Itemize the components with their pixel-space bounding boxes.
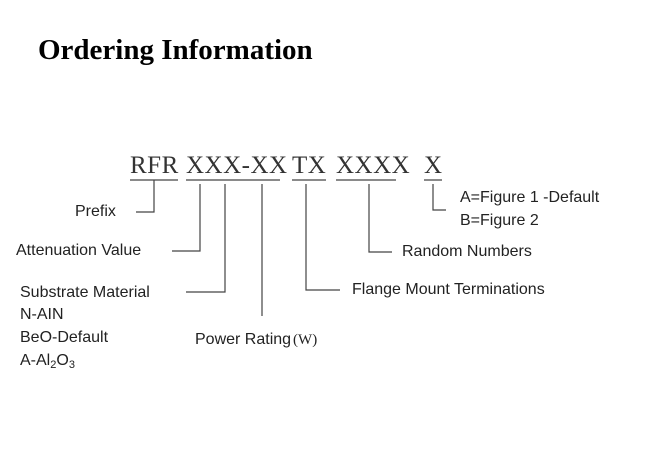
label-flange-mount-terminations: Flange Mount Terminations — [352, 281, 545, 298]
label-substrate-material: Substrate Material — [20, 284, 150, 301]
code-prefix: RFR — [130, 152, 179, 179]
substrate-a-oxygen: O — [56, 352, 69, 369]
substrate-a-sub-3: 3 — [68, 359, 75, 371]
label-substrate-a: A-Al2O3 — [20, 352, 75, 371]
label-random-numbers: Random Numbers — [402, 243, 532, 260]
connector-attenuation — [172, 184, 201, 252]
label-substrate-n: N-AIN — [20, 306, 64, 323]
label-figure-b: B=Figure 2 — [460, 212, 539, 229]
code-attenuation-power: XXX-XX — [186, 152, 288, 179]
connector-prefix — [136, 180, 155, 213]
connector-figure — [432, 184, 446, 211]
connector-random — [368, 184, 392, 253]
code-termination: TX — [292, 152, 327, 179]
label-prefix: Prefix — [75, 203, 116, 220]
label-attenuation-value: Attenuation Value — [16, 242, 142, 259]
power-rating-unit: (W) — [293, 332, 318, 348]
power-rating-text: Power Rating — [195, 331, 292, 348]
code-figure: X — [424, 152, 443, 179]
substrate-a-prefix: A-Al — [20, 352, 51, 369]
code-random: XXXX — [336, 152, 411, 179]
label-substrate-beo: BeO-Default — [20, 329, 109, 346]
label-figure-a: A=Figure 1 -Default — [460, 189, 600, 206]
label-power-rating: Power Rating(W) — [195, 331, 317, 349]
connector-substrate — [186, 184, 226, 293]
substrate-a-sub-2: 2 — [50, 359, 57, 371]
connector-flange — [305, 184, 340, 291]
page-title: Ordering Information — [38, 34, 313, 66]
